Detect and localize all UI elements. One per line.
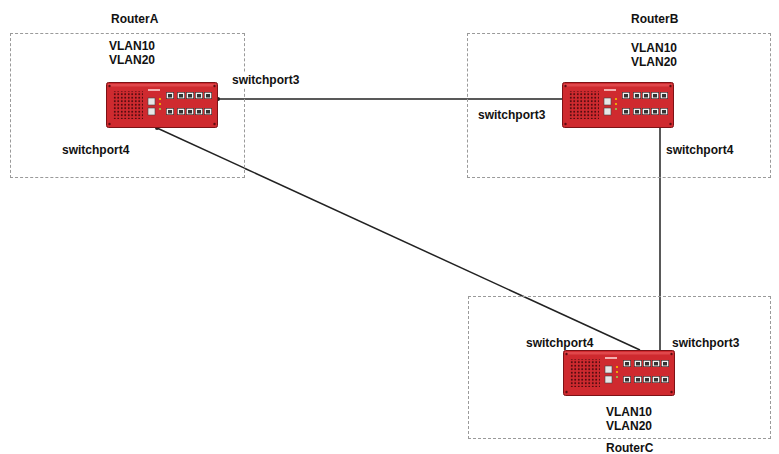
- router-device: [563, 83, 674, 128]
- port-link: [659, 128, 661, 178]
- port-link: [523, 296, 641, 350]
- port-label: switchport4: [60, 143, 131, 157]
- port-link: [157, 128, 245, 168]
- port-link: [659, 296, 661, 350]
- router-device: [107, 83, 218, 128]
- router-name: RouterA: [111, 12, 158, 26]
- port-label: switchport4: [524, 336, 595, 350]
- port-label: switchport3: [670, 336, 741, 350]
- vlan-list: VLAN10 VLAN20: [606, 405, 652, 433]
- port-link: [218, 98, 245, 100]
- link-line: [659, 178, 661, 296]
- link-line: [245, 98, 467, 100]
- vlan-list: VLAN10 VLAN20: [631, 41, 677, 69]
- router-name: RouterB: [631, 12, 678, 26]
- port-link: [467, 98, 562, 100]
- router-name: RouterC: [606, 441, 653, 454]
- port-label: switchport4: [664, 143, 735, 157]
- router-device: [564, 351, 675, 396]
- router-region: RouterCVLAN10 VLAN20: [468, 296, 771, 439]
- port-label: switchport3: [476, 108, 547, 122]
- port-label: switchport3: [230, 73, 301, 87]
- vlan-list: VLAN10 VLAN20: [109, 39, 155, 67]
- link-line: [245, 168, 523, 296]
